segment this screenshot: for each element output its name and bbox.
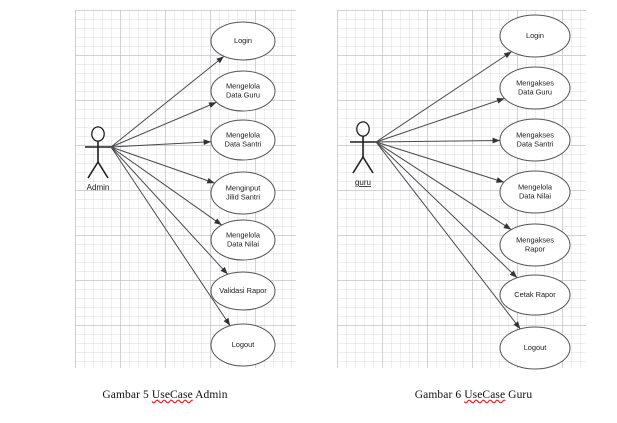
- use-case-ellipse[interactable]: [210, 323, 276, 367]
- use-case-label: Data Santri: [517, 140, 554, 149]
- use-case-ellipse[interactable]: [210, 119, 276, 161]
- association-line: [375, 51, 512, 143]
- association-arrowhead: [509, 270, 518, 278]
- association-arrowhead: [503, 51, 512, 59]
- use-case-label: Mengakses: [516, 130, 554, 139]
- actor-admin: Admin: [85, 126, 111, 192]
- use-case-label: Logout: [232, 340, 255, 349]
- actor-leg-right: [362, 156, 374, 174]
- association-line: [375, 141, 505, 183]
- use-case-label: Data Nilai: [227, 240, 259, 249]
- figure-caption-guru: Gambar 6 UseCase Guru: [414, 389, 533, 401]
- use-case-ellipse[interactable]: [499, 66, 571, 110]
- figure-caption-admin: Gambar 5 UseCase Admin: [102, 389, 228, 401]
- actor-head-icon: [356, 121, 370, 137]
- association-line: [375, 97, 505, 143]
- use-case-label: Mengelola: [226, 230, 261, 239]
- association-line: [110, 146, 231, 327]
- use-case-ellipse[interactable]: [210, 70, 276, 112]
- use-case-label: Data Guru: [226, 91, 260, 100]
- use-case-label: Login: [526, 31, 544, 40]
- association-arrowhead: [503, 223, 512, 230]
- use-case-label: Data Guru: [518, 88, 552, 97]
- association-arrowhead: [203, 139, 212, 145]
- use-case-label: Jilid Santri: [226, 193, 260, 202]
- caption-misspelled-word: UseCase: [464, 389, 506, 401]
- use-case-label: Mengelola: [226, 81, 261, 90]
- association-arrowhead: [208, 102, 217, 108]
- association-arrowhead: [220, 266, 228, 275]
- use-case-label: Data Nilai: [519, 192, 551, 201]
- association-arrowhead: [206, 177, 215, 184]
- association-line: [110, 101, 217, 148]
- association-line: [110, 146, 223, 226]
- use-case-ellipse[interactable]: [210, 271, 276, 311]
- association-arrowhead: [223, 317, 231, 326]
- actor-leg-left: [87, 161, 99, 179]
- use-case-label: Validasi Rapor: [219, 286, 267, 295]
- actor-head-icon: [91, 126, 105, 142]
- use-case-ellipse[interactable]: [210, 21, 276, 61]
- use-case-ellipse[interactable]: [499, 14, 571, 58]
- use-case-label: Data Santri: [225, 140, 262, 149]
- association-arrowhead: [513, 321, 521, 329]
- association-arrowhead: [495, 177, 504, 183]
- use-case-ellipse[interactable]: [499, 223, 571, 267]
- association-arrowhead: [216, 56, 224, 64]
- association-line: [110, 141, 212, 148]
- use-case-ellipse[interactable]: [499, 274, 571, 316]
- association-arrowhead: [492, 137, 501, 144]
- use-case-ellipse[interactable]: [499, 326, 571, 370]
- use-case-ellipse[interactable]: [210, 171, 276, 215]
- use-case-label: Cetak Rapor: [514, 290, 556, 299]
- use-case-label: Mengakses: [516, 78, 554, 87]
- actor-label: Admin: [87, 183, 110, 192]
- association-line: [110, 146, 229, 275]
- actor-label: guru: [355, 178, 371, 187]
- use-case-label: Mengelola: [226, 130, 261, 139]
- use-case-label: Login: [234, 36, 252, 45]
- association-line: [375, 141, 512, 231]
- use-case-label: Mengelola: [518, 182, 553, 191]
- actor-leg-left: [352, 156, 364, 174]
- actor-guru: guru: [350, 121, 376, 187]
- caption-misspelled-word: UseCase: [151, 389, 193, 401]
- use-case-label: Logout: [524, 343, 547, 352]
- use-case-ellipse[interactable]: [499, 170, 571, 214]
- use-case-label: Mengakses: [516, 235, 554, 244]
- association-line: [375, 141, 518, 279]
- use-case-ellipse[interactable]: [210, 219, 276, 261]
- association-line: [375, 141, 521, 330]
- association-line: [110, 55, 225, 148]
- use-case-label: Menginput: [226, 183, 261, 192]
- association-arrowhead: [496, 98, 505, 104]
- use-case-ellipse[interactable]: [499, 118, 571, 162]
- use-case-label: Rapor: [525, 245, 546, 254]
- association-line: [375, 139, 501, 143]
- association-line: [110, 146, 215, 184]
- association-arrowhead: [213, 218, 222, 226]
- actor-leg-right: [97, 161, 109, 179]
